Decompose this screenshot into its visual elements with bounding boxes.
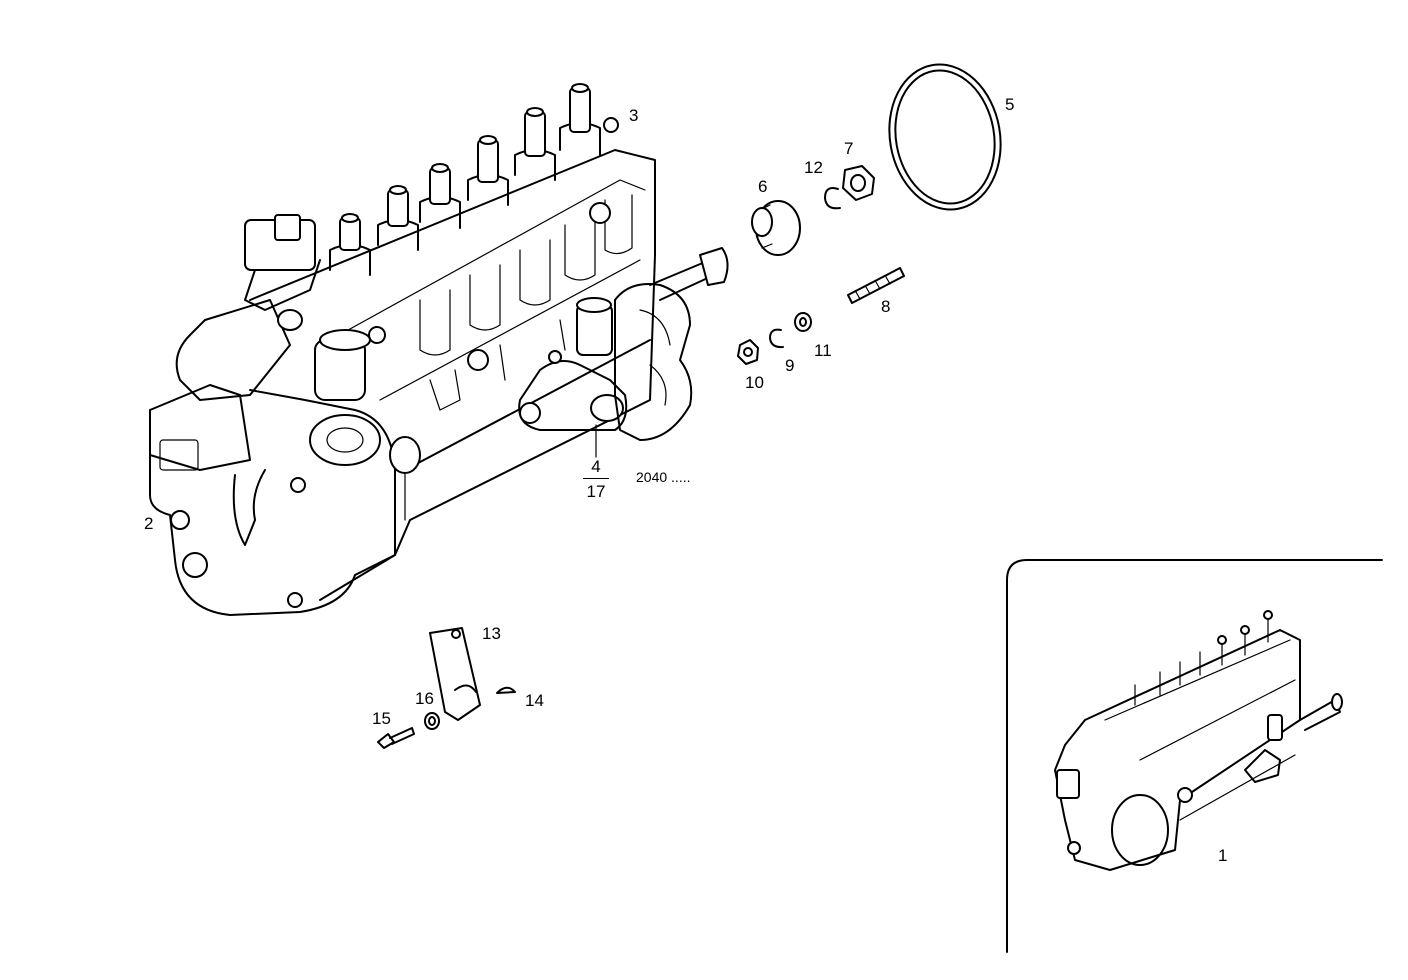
key-part (496, 686, 516, 694)
callout-1[interactable]: 1 (1218, 846, 1228, 865)
callout-6[interactable]: 6 (758, 177, 768, 196)
callout-13[interactable]: 13 (482, 624, 501, 643)
screw-part (377, 727, 415, 749)
stud-bolt-part (847, 267, 905, 304)
callout-8[interactable]: 8 (881, 297, 891, 316)
callout-3[interactable]: 3 (629, 106, 639, 125)
callout-11[interactable]: 11 (814, 341, 832, 360)
callout-17[interactable]: 17 (586, 482, 606, 501)
callout-10[interactable]: 10 (745, 373, 764, 392)
inset-panel (1006, 559, 1383, 953)
callout-15[interactable]: 15 (372, 709, 391, 728)
injection-pump-assembly (149, 83, 729, 616)
drive-shaft (649, 247, 729, 301)
cylinder-pockets (419, 194, 633, 411)
reference-code: 2040 ..... (636, 469, 691, 485)
drive-flange (614, 283, 693, 441)
delivery-valve-holders (329, 83, 619, 276)
bracket-part (429, 627, 481, 721)
o-ring-part (888, 63, 1002, 211)
callout-5[interactable]: 5 (1005, 95, 1015, 114)
callout-2[interactable]: 2 (144, 514, 154, 533)
callout-12[interactable]: 12 (804, 158, 823, 177)
small-nut-part (737, 339, 759, 365)
flat-washer-part (794, 312, 812, 332)
feed-pump (518, 297, 628, 431)
lock-washer-part (769, 328, 784, 349)
callout-4-17-fraction: 4 17 (579, 458, 613, 500)
washer-part (424, 712, 440, 730)
callout-9[interactable]: 9 (785, 356, 795, 375)
callout-14[interactable]: 14 (525, 691, 544, 710)
inset-pump-thumbnail (1054, 610, 1343, 871)
callout-7[interactable]: 7 (844, 139, 854, 158)
fraction-bar (583, 478, 609, 479)
hex-nut-part (842, 165, 875, 201)
callout-16[interactable]: 16 (415, 689, 434, 708)
governor-housing (149, 214, 421, 616)
snap-ring-part (824, 187, 841, 210)
gear-part (751, 200, 801, 256)
callout-4[interactable]: 4 (591, 457, 601, 476)
